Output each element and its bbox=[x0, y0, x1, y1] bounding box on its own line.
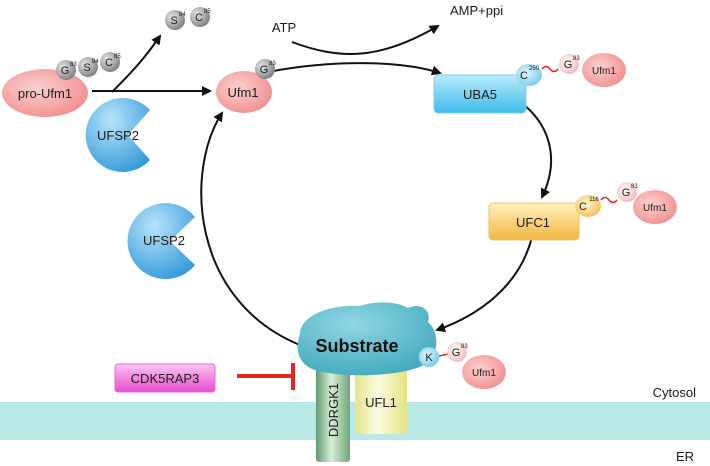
arrow-ufc1-to-substrate bbox=[435, 236, 533, 333]
substrate-label: Substrate bbox=[315, 336, 398, 356]
ufl1-label: UFL1 bbox=[365, 395, 397, 410]
uba5-g83-bead: G 83 bbox=[559, 54, 580, 74]
svg-text:83: 83 bbox=[631, 184, 638, 190]
svg-text:83: 83 bbox=[573, 56, 580, 62]
ufm1-free-g83-bead: G 83 bbox=[255, 59, 276, 79]
uba5-box bbox=[433, 74, 527, 114]
svg-text:250: 250 bbox=[529, 66, 540, 72]
svg-text:G: G bbox=[452, 347, 461, 359]
svg-text:C: C bbox=[520, 70, 528, 82]
ufsp2-top-label: UFSP2 bbox=[97, 128, 139, 143]
uba5-label: UBA5 bbox=[463, 87, 497, 102]
svg-text:83: 83 bbox=[461, 344, 468, 350]
ufc1-g83-bead: G 83 bbox=[617, 182, 638, 202]
ddrgk1-protein bbox=[316, 366, 350, 462]
svg-text:S: S bbox=[170, 15, 177, 27]
ddrgk1-label: DDRGK1 bbox=[326, 383, 341, 437]
svg-text:85: 85 bbox=[114, 54, 121, 60]
svg-text:84: 84 bbox=[92, 59, 99, 65]
svg-text:C: C bbox=[195, 12, 203, 24]
svg-text:C: C bbox=[579, 201, 587, 213]
pro-ufm1-node bbox=[2, 69, 88, 117]
cdk5rap3-label: CDK5RAP3 bbox=[131, 371, 200, 386]
cytosol-label: Cytosol bbox=[653, 385, 696, 400]
svg-text:83: 83 bbox=[269, 61, 276, 67]
cleaved-c85-bead: C 85 bbox=[190, 7, 211, 27]
amp-ppi-label: AMP+ppi bbox=[450, 3, 503, 18]
svg-text:G: G bbox=[622, 187, 631, 199]
ufc1-thioester-bond bbox=[600, 196, 618, 204]
ufsp2-top-enzyme bbox=[85, 98, 150, 172]
pro-ufm1-label: pro-Ufm1 bbox=[18, 86, 72, 101]
ufm1-free-node bbox=[216, 71, 272, 113]
ufc1-label: UFC1 bbox=[516, 215, 550, 230]
arrow-atp-to-amp bbox=[291, 24, 440, 55]
arrow-ufm1-to-uba5 bbox=[267, 62, 442, 76]
uba5-c250-residue: C 250 bbox=[516, 64, 542, 86]
arrow-substrate-to-ufm1 bbox=[200, 111, 301, 346]
cdk5rap3-box bbox=[114, 363, 216, 393]
svg-text:116: 116 bbox=[589, 197, 599, 203]
ufm1-free-label: Ufm1 bbox=[227, 85, 258, 100]
ufc1-ufm1-node bbox=[633, 190, 677, 224]
substrate-ufm1-node bbox=[462, 355, 506, 389]
substrate-isopeptide-bond bbox=[438, 353, 449, 357]
ufsp2-left-enzyme bbox=[127, 202, 195, 279]
svg-text:G: G bbox=[61, 65, 70, 77]
svg-text:S: S bbox=[83, 62, 90, 74]
ufl1-protein bbox=[355, 368, 407, 434]
substrate-g83-bead: G 83 bbox=[447, 342, 468, 362]
svg-text:83: 83 bbox=[70, 62, 77, 68]
svg-text:C: C bbox=[105, 57, 113, 69]
uba5-ufm1-label: Ufm1 bbox=[592, 66, 616, 77]
atp-label: ATP bbox=[272, 20, 296, 35]
substrate-ufm1-label: Ufm1 bbox=[472, 368, 496, 379]
svg-text:K: K bbox=[425, 352, 433, 364]
ufc1-c116-residue: C 116 bbox=[575, 195, 601, 217]
substrate-lysine-residue: K bbox=[419, 347, 439, 367]
pro-ufm1-g83-bead: G 83 bbox=[56, 60, 77, 80]
ufsp2-left-label: UFSP2 bbox=[143, 233, 185, 248]
uba5-ufm1-node bbox=[582, 53, 626, 87]
er-label: ER bbox=[676, 449, 694, 464]
arrow-tail-release bbox=[111, 34, 162, 93]
svg-text:84: 84 bbox=[179, 12, 186, 18]
svg-text:G: G bbox=[260, 64, 269, 76]
substrate-blob bbox=[297, 302, 437, 376]
svg-text:G: G bbox=[564, 59, 573, 71]
pro-ufm1-s84-bead: S 84 bbox=[78, 57, 99, 77]
pro-ufm1-c85-bead: C 85 bbox=[100, 52, 121, 72]
cleaved-s84-bead: S 84 bbox=[165, 10, 186, 30]
uba5-thioester-bond bbox=[541, 65, 559, 73]
ufc1-ufm1-label: Ufm1 bbox=[643, 203, 667, 214]
ufc1-box bbox=[488, 202, 580, 241]
svg-text:85: 85 bbox=[204, 9, 211, 15]
